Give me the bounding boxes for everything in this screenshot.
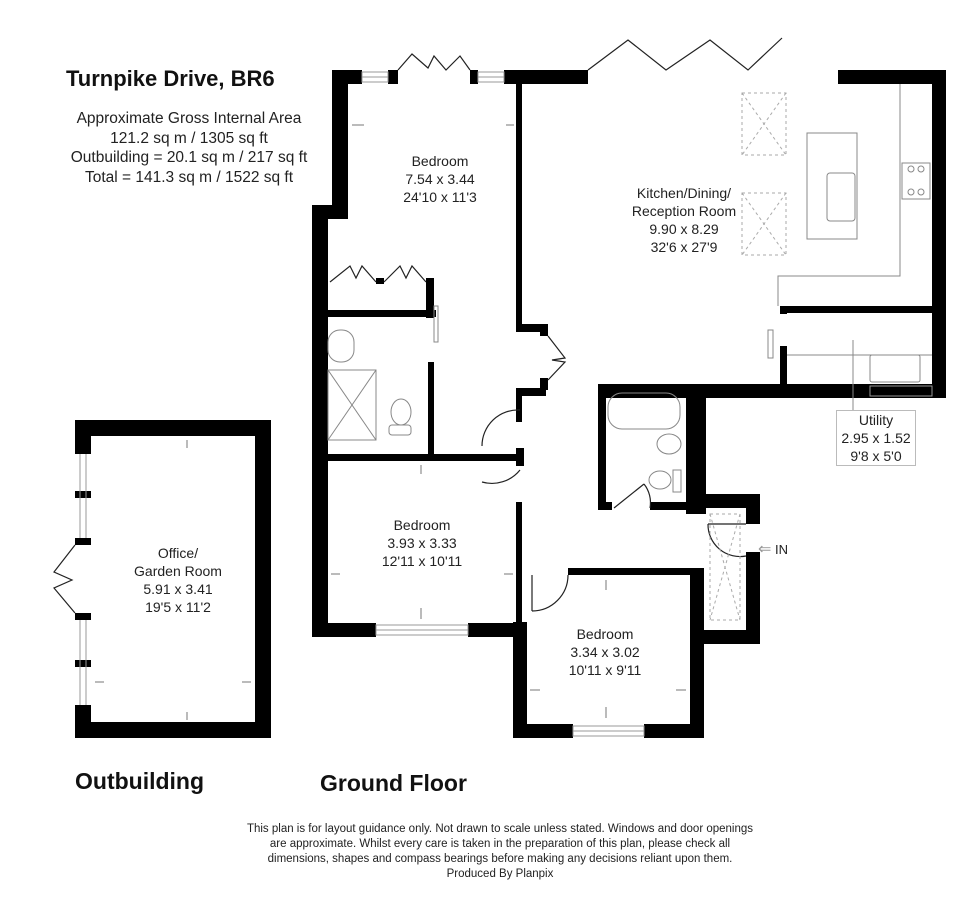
room-label-bedroom-1: Bedroom 7.54 x 3.44 24'10 x 11'3 [380, 152, 500, 206]
room-size-metric: 2.95 x 1.52 [841, 430, 911, 446]
room-name: Bedroom [393, 517, 451, 533]
main-area: 121.2 sq m / 1305 sq ft [110, 129, 268, 147]
room-name-line2: Garden Room [134, 563, 222, 579]
outbuilding-walls [75, 420, 271, 738]
section-label-ground-floor: Ground Floor [320, 770, 467, 796]
disclaimer: This plan is for layout guidance only. N… [200, 822, 800, 882]
room-label-office: Office/ Garden Room 5.91 x 3.41 19'5 x 1… [108, 544, 248, 616]
producer-credit: Produced By Planpix [446, 868, 554, 880]
disclaimer-line-3: dimensions, shapes and compass bearings … [267, 853, 733, 865]
room-name-line1: Kitchen/Dining/ [636, 185, 732, 201]
area-summary: Approximate Gross Internal Area 121.2 sq… [58, 109, 320, 187]
entrance-label: IN [775, 542, 789, 557]
entrance-marker: ⇐ IN [758, 539, 788, 559]
room-label-kitchen: Kitchen/Dining/ Reception Room 9.90 x 8.… [614, 184, 754, 256]
outbuilding-door [53, 544, 76, 614]
room-size-imperial: 9'8 x 5'0 [850, 448, 902, 464]
room-label-bedroom-2: Bedroom 3.93 x 3.33 12'11 x 10'11 [362, 516, 482, 570]
total-area: Total = 141.3 sq m / 1522 sq ft [84, 168, 294, 186]
skylights [709, 92, 787, 621]
room-size-imperial: 24'10 x 11'3 [403, 189, 477, 205]
room-size-imperial: 10'11 x 9'11 [568, 662, 642, 678]
disclaimer-line-2: are approximate. Whilst every care is ta… [269, 838, 731, 850]
room-name: Bedroom [411, 153, 469, 169]
room-size-imperial: 32'6 x 27'9 [650, 239, 718, 255]
arrow-left-icon: ⇐ [758, 541, 772, 558]
plan-title: Turnpike Drive, BR6 [66, 66, 275, 91]
disclaimer-line-1: This plan is for layout guidance only. N… [246, 823, 754, 835]
room-name: Bedroom [576, 626, 634, 642]
room-name-line2: Reception Room [631, 203, 737, 219]
area-heading: Approximate Gross Internal Area [76, 110, 302, 127]
outbuilding-windows [79, 454, 87, 705]
room-size-metric: 3.93 x 3.33 [387, 535, 457, 551]
room-size-metric: 3.34 x 3.02 [570, 644, 640, 660]
room-size-metric: 5.91 x 3.41 [143, 581, 213, 597]
kitchen-fittings [767, 84, 932, 410]
section-label-outbuilding: Outbuilding [75, 768, 205, 794]
bathroom-fixtures [327, 305, 682, 493]
room-label-utility: Utility 2.95 x 1.52 9'8 x 5'0 [836, 410, 916, 466]
room-name: Utility [858, 412, 894, 428]
room-size-metric: 7.54 x 3.44 [405, 171, 475, 187]
room-size-metric: 9.90 x 8.29 [649, 221, 719, 237]
room-size-imperial: 19'5 x 11'2 [145, 599, 211, 615]
room-size-imperial: 12'11 x 10'11 [381, 553, 463, 569]
room-name-line1: Office/ [157, 545, 199, 561]
windows [361, 71, 933, 737]
dimension-markers [95, 124, 686, 720]
room-label-bedroom-3: Bedroom 3.34 x 3.02 10'11 x 9'11 [545, 625, 665, 679]
outbuilding-area: Outbuilding = 20.1 sq m / 217 sq ft [70, 149, 308, 166]
